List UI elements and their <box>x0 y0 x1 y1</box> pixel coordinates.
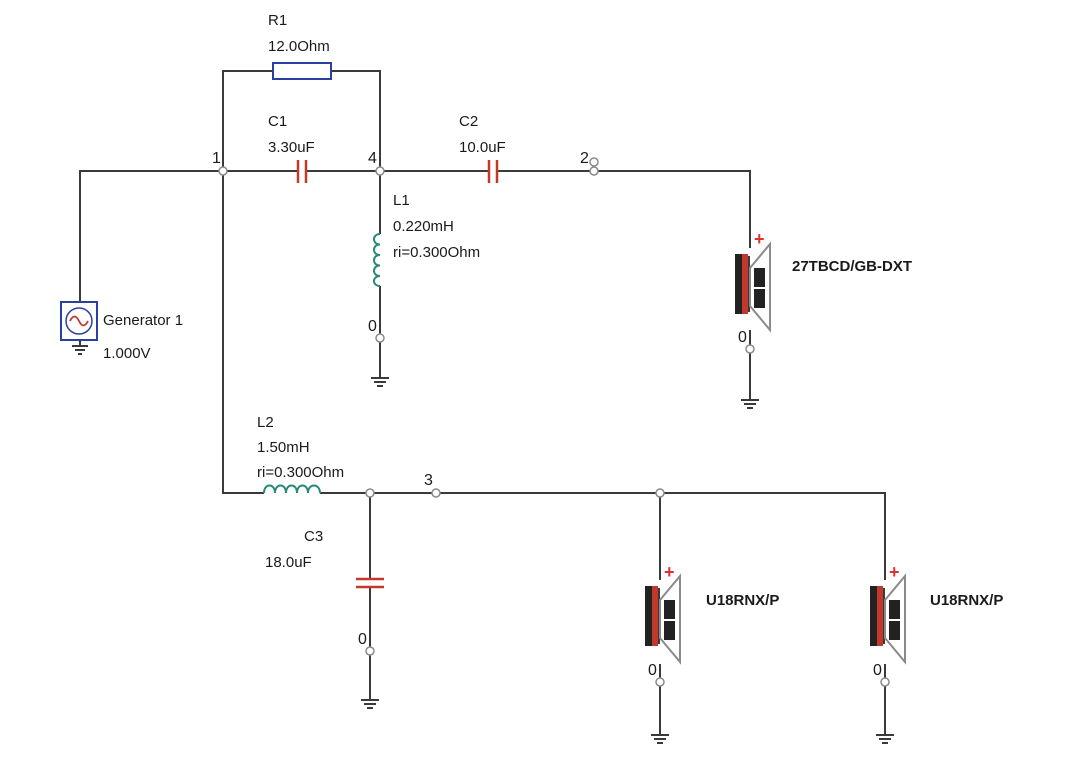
ground-icon <box>651 734 669 744</box>
c2-value: 10.0uF <box>459 139 506 156</box>
ground-icon <box>371 377 389 387</box>
node2-marker[interactable] <box>589 157 599 167</box>
generator-name: Generator 1 <box>103 312 183 329</box>
generator-value: 1.000V <box>103 345 151 362</box>
inductor-l2-coil <box>263 484 321 494</box>
junction-woofer1[interactable] <box>655 488 665 498</box>
node-label-gnd-woofer2: 0 <box>873 662 882 679</box>
l2-value: 1.50mH <box>257 439 310 456</box>
c3-name: C3 <box>304 528 323 545</box>
sine-wave-icon <box>69 315 89 327</box>
l1-name: L1 <box>393 192 410 209</box>
r1-name: R1 <box>268 12 287 29</box>
speaker-woofer2[interactable]: + U18RNX/P <box>870 562 1003 665</box>
generator-1[interactable]: Generator 1 1.000V <box>60 301 183 362</box>
l1-ri: ri=0.300Ohm <box>393 244 480 261</box>
speaker-woofer1-plus: + <box>664 562 675 582</box>
wire-l2-to-node3[interactable] <box>320 492 886 580</box>
resistor-r1[interactable]: R1 12.0Ohm <box>268 12 332 80</box>
speaker-tweeter[interactable]: + 27TBCD/GB-DXT <box>735 229 912 333</box>
junction-node2[interactable] <box>589 166 599 176</box>
wire-gen-to-node1[interactable] <box>79 170 223 312</box>
node-label-gnd-woofer1: 0 <box>648 662 657 679</box>
speaker-woofer1-magnet <box>652 586 658 646</box>
speaker-woofer2-model: U18RNX/P <box>930 592 1003 609</box>
junction-dots <box>218 157 890 687</box>
node-label-gnd-c3: 0 <box>358 631 367 648</box>
junction-c3-gnd[interactable] <box>365 646 375 656</box>
capacitor-c2[interactable]: C2 10.0uF <box>459 113 506 183</box>
inductor-l1-coil <box>373 233 381 287</box>
node-label-4: 4 <box>368 150 377 167</box>
junction-c3[interactable] <box>365 488 375 498</box>
junction-woofer2-gnd[interactable] <box>880 677 890 687</box>
junction-tweeter-gnd[interactable] <box>745 344 755 354</box>
node-label-3: 3 <box>424 472 433 489</box>
l2-name: L2 <box>257 414 274 431</box>
speaker-woofer2-frame <box>870 586 877 646</box>
c1-value: 3.30uF <box>268 139 315 156</box>
speaker-woofer2-plus: + <box>889 562 900 582</box>
speaker-woofer2-magnet <box>877 586 883 646</box>
l1-value: 0.220mH <box>393 218 454 235</box>
ground-icon <box>72 345 88 355</box>
capacitor-c1[interactable]: C1 3.30uF <box>268 113 315 183</box>
node-label-gnd-l1: 0 <box>368 318 377 335</box>
inductor-l1[interactable]: L1 0.220mH ri=0.300Ohm <box>373 192 480 287</box>
ground-icon <box>361 699 379 709</box>
ground-icon <box>741 399 759 409</box>
resistor-r1-body <box>272 62 332 80</box>
c1-name: C1 <box>268 113 287 130</box>
junction-node4[interactable] <box>375 166 385 176</box>
inductor-l2[interactable]: L2 1.50mH ri=0.300Ohm <box>257 414 344 494</box>
c3-value: 18.0uF <box>265 554 312 571</box>
ground-icon <box>876 734 894 744</box>
junction-l1-gnd[interactable] <box>375 333 385 343</box>
node-label-1: 1 <box>212 150 221 167</box>
node-label-gnd-tweeter: 0 <box>738 329 747 346</box>
speaker-woofer1-frame <box>645 586 652 646</box>
junction-woofer1-gnd[interactable] <box>655 677 665 687</box>
node-labels: 1 4 2 3 0 0 0 0 0 <box>212 150 882 679</box>
speaker-tweeter-magnet <box>742 254 748 314</box>
wire-node1-to-l2[interactable] <box>222 171 264 494</box>
wire-r1-right[interactable] <box>331 70 381 171</box>
speaker-woofer1[interactable]: + U18RNX/P <box>645 562 779 665</box>
node-label-2: 2 <box>580 150 589 167</box>
speaker-woofer1-model: U18RNX/P <box>706 592 779 609</box>
wire-r1-left[interactable] <box>222 70 273 171</box>
junction-node1[interactable] <box>218 166 228 176</box>
speaker-tweeter-frame <box>735 254 742 314</box>
capacitor-c3[interactable]: C3 18.0uF <box>265 528 384 589</box>
wire-node2-to-tweeter[interactable] <box>594 170 751 248</box>
junction-node3[interactable] <box>431 488 441 498</box>
l2-ri: ri=0.300Ohm <box>257 464 344 481</box>
speaker-tweeter-model: 27TBCD/GB-DXT <box>792 258 912 275</box>
wires <box>79 70 886 735</box>
c2-name: C2 <box>459 113 478 130</box>
r1-value: 12.0Ohm <box>268 38 330 55</box>
speaker-tweeter-plus: + <box>754 229 765 249</box>
